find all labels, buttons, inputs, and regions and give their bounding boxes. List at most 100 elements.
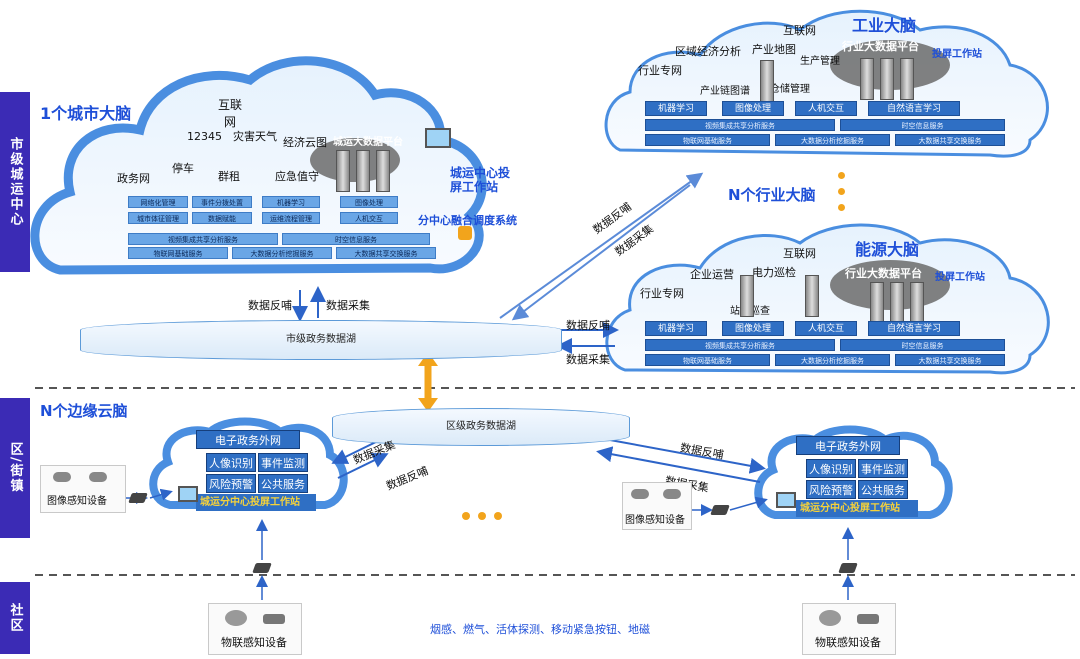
server-icon: [336, 150, 350, 192]
industry-chip: 图像处理: [722, 101, 784, 116]
server-icon: [870, 282, 884, 324]
city-data-lake: 市级政务数据湖: [80, 320, 562, 360]
monitor-icon: [776, 492, 796, 508]
server-icon: [910, 282, 924, 324]
city-govnet-label: 政务网: [117, 172, 150, 185]
edge-public-bar: 公共服务: [858, 480, 908, 499]
sensor-icon: [819, 610, 841, 626]
edge-public-bar: 公共服务: [258, 474, 308, 493]
iot-device-label: 物联感知设备: [221, 636, 287, 649]
server-icon: [760, 60, 774, 102]
community-sensors-label: 烟感、燃气、活体探测、移动紧急按钮、地磁: [430, 623, 650, 636]
city-parking-label: 停车: [172, 162, 194, 175]
industry-map-label: 产业地图: [752, 43, 796, 56]
city-chip: 运维流程管理: [262, 212, 320, 224]
iot-device-label: 物联感知设备: [815, 636, 881, 649]
image-device-box: 图像感知设备: [622, 482, 692, 530]
industry-title: 工业大脑: [852, 16, 917, 35]
server-icon: [376, 150, 390, 192]
city-chip: 事件分拨处置: [192, 196, 252, 208]
ellipsis-dot: [838, 172, 845, 179]
energy-platform-label: 行业大数据平台: [845, 267, 922, 280]
edge-net-bar: 电子政务外网: [796, 436, 900, 455]
server-icon: [740, 275, 754, 317]
ellipsis-dot: [478, 512, 486, 520]
server-icon: [356, 150, 370, 192]
city-chip: 机器学习: [262, 196, 320, 208]
city-strip: 物联网基础服务: [128, 247, 228, 259]
arrow-collect-industry: [511, 184, 691, 321]
energy-strip: 大数据分析挖掘服务: [775, 354, 890, 366]
arrow-feedback-industry: [499, 172, 704, 319]
edge-face-bar: 人像识别: [806, 459, 856, 478]
energy-chip: 人机交互: [795, 321, 857, 336]
arrow-feedback-edge-left: [337, 453, 389, 479]
ellipsis-dot: [462, 512, 470, 520]
city-brain-title: 1个城市大脑: [40, 104, 132, 123]
edge-risk-bar: 风险预警: [206, 474, 256, 493]
industry-workstation-label: 投屏工作站: [932, 49, 982, 60]
flow-feedback-city: 数据反哺: [248, 299, 292, 312]
city-platform-label: 城运大数据平台: [333, 137, 403, 148]
energy-internet-label: 互联网: [783, 247, 816, 260]
industry-strip: 大数据共享交换服务: [895, 134, 1005, 146]
server-icon: [890, 282, 904, 324]
sensor-icon: [263, 614, 285, 624]
server-icon: [900, 58, 914, 100]
energy-patrol-label: 电力巡检: [752, 266, 796, 279]
city-chip: 图像处理: [340, 196, 398, 208]
flow-feedback-energy: 数据反哺: [566, 319, 610, 332]
edge-event-bar: 事件监测: [858, 459, 908, 478]
camera-icon: [663, 489, 681, 499]
industry-strip: 视频集成共享分析服务: [645, 119, 835, 131]
arrow-collect-edge-left: [331, 439, 381, 464]
industry-net-label: 行业专网: [638, 64, 682, 77]
industry-graph-label: 产业链图谱: [700, 86, 750, 97]
energy-workstation-label: 投屏工作站: [935, 272, 985, 283]
edge-workstation-label: 城运分中心投屏工作站: [200, 497, 300, 508]
city-strip: 大数据分析挖掘服务: [232, 247, 332, 259]
city-emergency-label: 应急值守: [275, 170, 319, 183]
server-icon: [805, 275, 819, 317]
server-icon: [860, 58, 874, 100]
camera-icon: [53, 472, 71, 482]
energy-chip: 自然语言学习: [868, 321, 960, 336]
energy-chip: 图像处理: [722, 321, 784, 336]
dispatch-icon: [458, 226, 472, 240]
industry-chip: 自然语言学习: [868, 101, 960, 116]
edge-ws-bg: [796, 500, 918, 517]
monitor-icon: [178, 486, 198, 502]
arrow-collect-edge-right: [596, 446, 761, 483]
sidebar-city: 市级城运中心: [0, 92, 30, 272]
city-chip: 数据赋能: [192, 212, 252, 224]
camera-icon: [631, 489, 649, 499]
city-strip: 视频集成共享分析服务: [128, 233, 278, 245]
ellipsis-dot: [838, 204, 845, 211]
district-data-lake: 区级政务数据湖: [332, 408, 630, 446]
sensor-icon: [225, 610, 247, 626]
industry-chip: 机器学习: [645, 101, 707, 116]
edge-net-bar: 电子政务外网: [196, 430, 300, 449]
n-industry-title: N个行业大脑: [728, 186, 816, 204]
edge-risk-bar: 风险预警: [806, 480, 856, 499]
iot-device-box: 物联感知设备: [208, 603, 302, 655]
energy-title: 能源大脑: [855, 240, 920, 259]
image-device-box: 图像感知设备: [40, 465, 126, 513]
arrow-feedback-edge-right: [609, 439, 766, 474]
edge-workstation-label: 城运分中心投屏工作站: [800, 503, 900, 514]
city-chip: 网络化管理: [128, 196, 188, 208]
image-device-label: 图像感知设备: [47, 496, 107, 507]
edge-event-bar: 事件监测: [258, 453, 308, 472]
iot-device-box: 物联感知设备: [802, 603, 896, 655]
city-subcenter-label: 分中心融合调度系统: [418, 214, 517, 227]
energy-net-label: 行业专网: [640, 287, 684, 300]
monitor-icon: [425, 128, 451, 148]
energy-strip: 视频集成共享分析服务: [645, 339, 835, 351]
industry-storage-label: 仓储管理: [770, 84, 810, 95]
flow-collect-city: 数据采集: [326, 299, 370, 312]
sidebar-community: 社区: [0, 582, 30, 654]
city-hotline-label: 12345: [187, 130, 222, 143]
industry-strip: 大数据分析挖掘服务: [775, 134, 890, 146]
industry-strip: 物联网基础服务: [645, 134, 770, 146]
energy-strip: 大数据共享交换服务: [895, 354, 1005, 366]
